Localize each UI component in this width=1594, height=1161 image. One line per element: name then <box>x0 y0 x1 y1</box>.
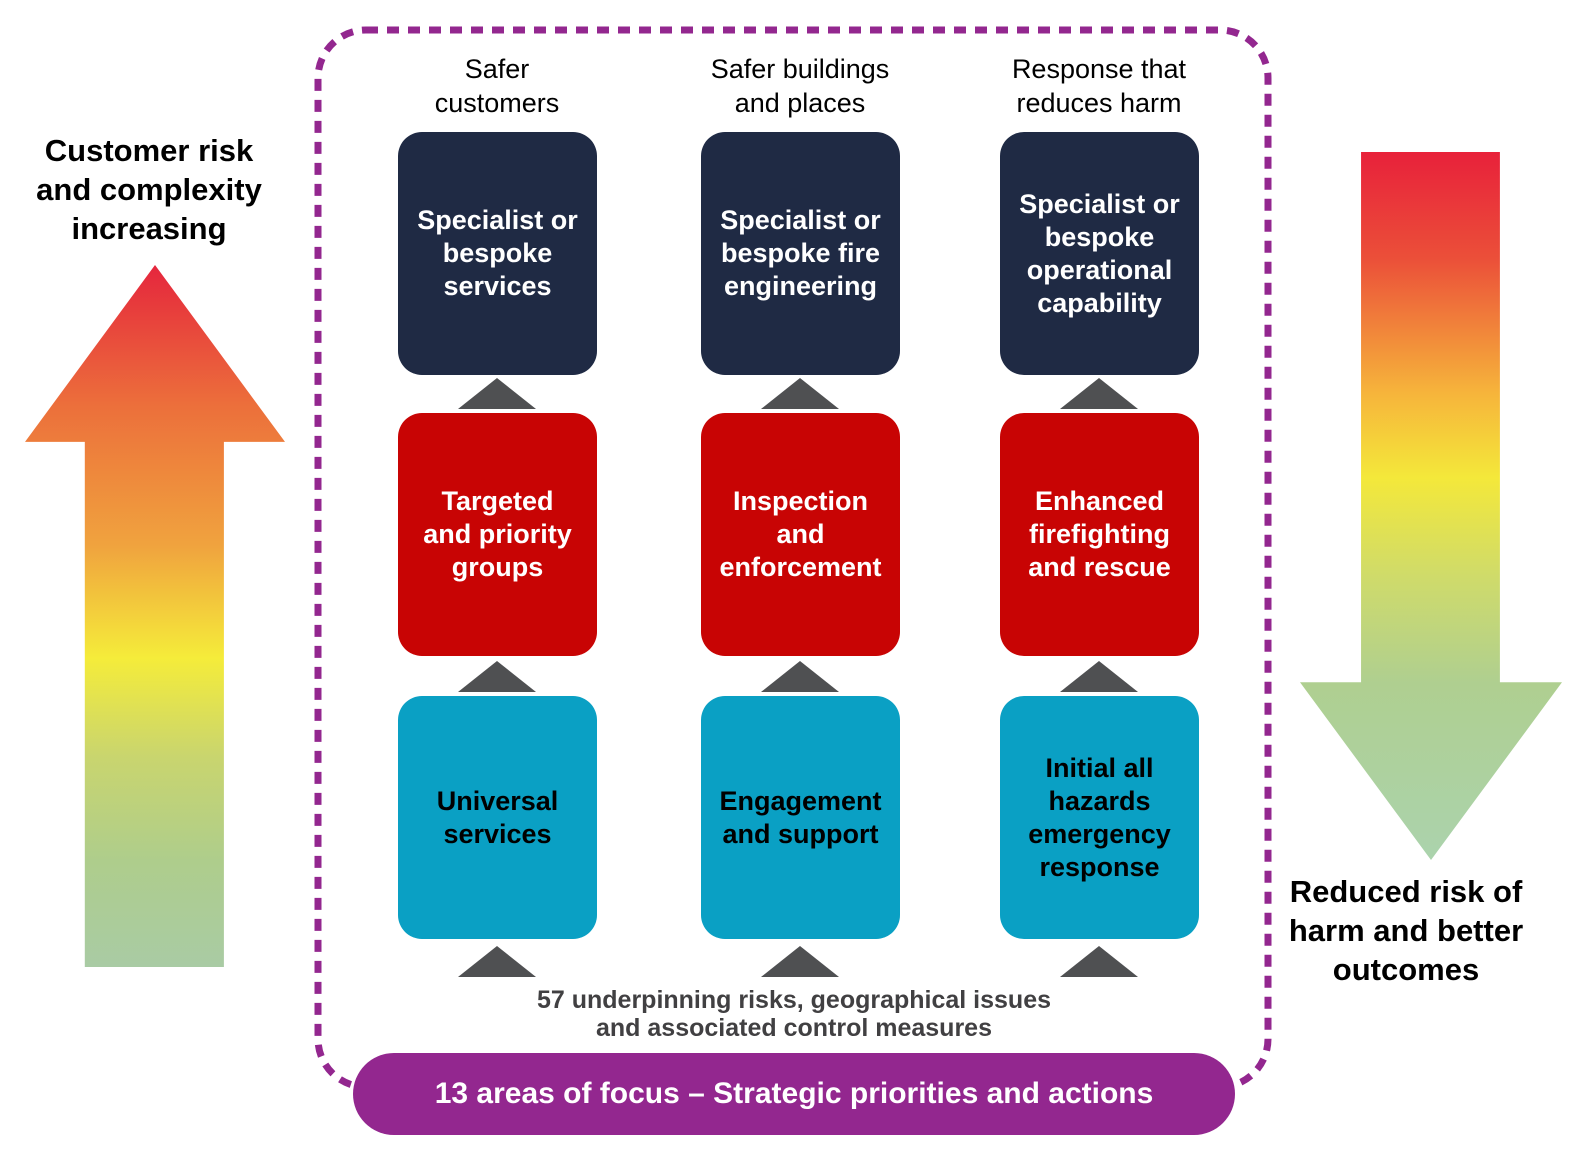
risk-increase-arrow-icon <box>25 265 285 967</box>
reduced-risk-label: Reduced risk of harm and better outcomes <box>1288 874 1524 987</box>
risks-note: 57 underpinning risks, geographical issu… <box>536 986 1052 1042</box>
box-targeted-priority-groups: Targeted and priority groups <box>398 413 597 656</box>
focus-banner: 13 areas of focus – Strategic priorities… <box>353 1053 1235 1135</box>
dashed-boundary <box>314 26 1272 1091</box>
box-enhanced-firefighting-rescue: Enhanced firefighting and rescue <box>1000 413 1199 656</box>
box-specialist-bespoke-services: Specialist or bespoke services <box>398 132 597 375</box>
customer-risk-label: Customer risk and complexity increasing <box>36 133 262 246</box>
focus-banner-label: 13 areas of focus – Strategic priorities… <box>434 1077 1154 1110</box>
column-header-response: Response that reduces harm <box>1011 54 1187 118</box>
box-universal-services: Universal services <box>398 696 597 939</box>
box-inspection-enforcement: Inspection and enforcement <box>701 413 900 656</box>
box-specialist-fire-engineering: Specialist or bespoke fire engineering <box>701 132 900 375</box>
column-header-safer-buildings: Safer buildings and places <box>710 54 890 118</box>
box-specialist-operational-capability: Specialist or bespoke operational capabi… <box>1000 132 1199 375</box>
risk-decrease-arrow-icon <box>1300 152 1562 860</box>
column-header-safer-customers: Safer customers <box>434 54 560 118</box>
box-initial-all-hazards-response: Initial all hazards emergency response <box>1000 696 1199 939</box>
box-engagement-support: Engagement and support <box>701 696 900 939</box>
